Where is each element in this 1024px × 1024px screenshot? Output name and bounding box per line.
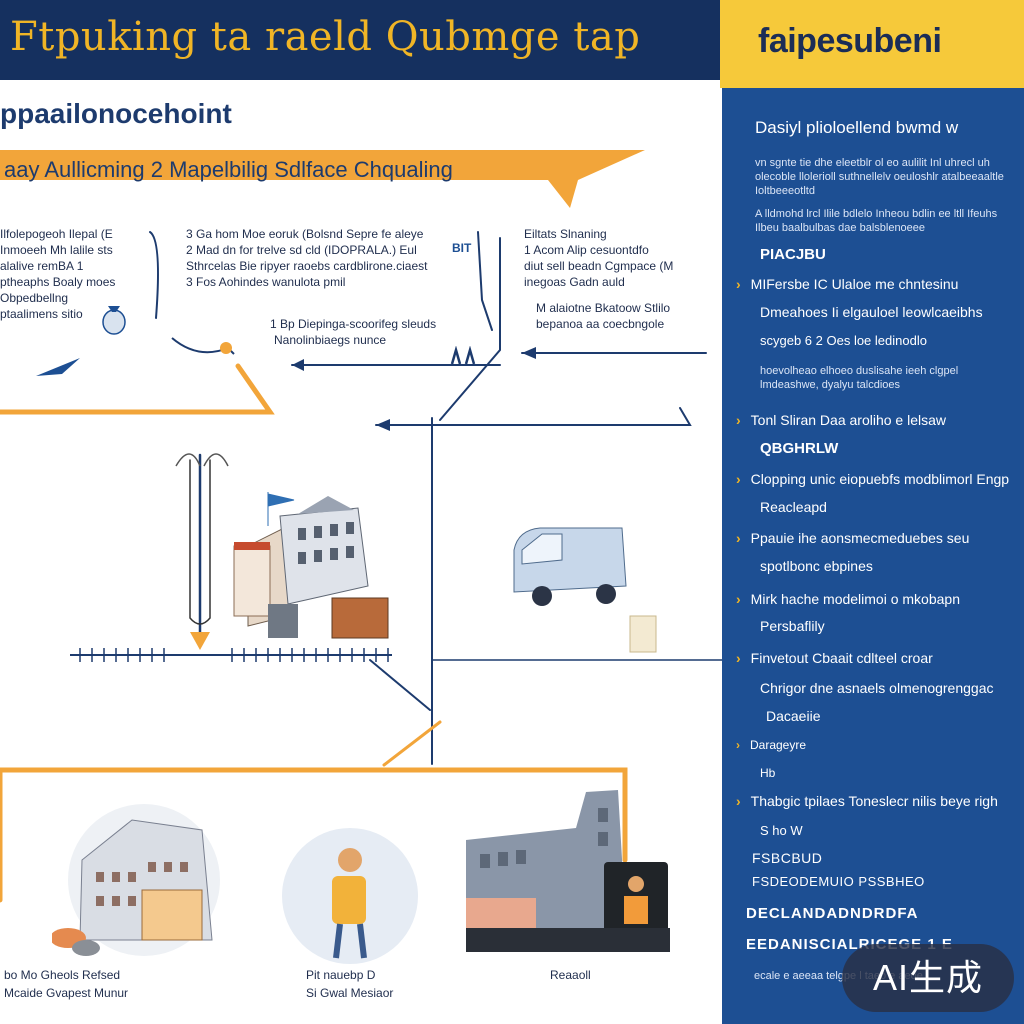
chevron-bullet-icon: › [736, 276, 741, 292]
chevron-bullet-icon: › [736, 793, 741, 809]
header-right-box [720, 0, 1024, 88]
city-illustration [52, 804, 220, 956]
chevron-bullet-icon: › [736, 471, 741, 487]
text-block-middle-2: 1 Bp Diepinga-scoorifeg sleuds [270, 317, 437, 331]
main-heading: ppaailonocehoint [0, 98, 232, 129]
side-list-item: ›Finvetout Cbaait cdlteel croar [736, 650, 933, 666]
side-list-line: Hb [760, 766, 776, 780]
chevron-bullet-icon: › [736, 530, 741, 546]
text-block-middle: 3 Ga hom Moe eoruk (Bolsnd Sepre fe aley… [186, 227, 428, 289]
side-list-item: ›Mirk hache modelimoi o mkobapn [736, 591, 960, 607]
side-list-line: Persbaflily [760, 618, 825, 634]
ribbon-banner [0, 150, 645, 208]
text-block-middle-tag: BIT [452, 241, 472, 255]
flow-connectors [0, 231, 722, 903]
person-illustration [282, 828, 418, 964]
side-paragraph: vn sgnte tie dhe eleetblr ol eo aulilit … [755, 157, 1004, 197]
ai-generated-badge: AI生成 [842, 944, 1014, 1012]
page-title: Ftpuking ta raeld Qubmge tap [10, 14, 641, 60]
caption-middle: Pit nauebp D Si Gwal Mesiaor [306, 968, 394, 1000]
side-list-item: ›Darageyre [736, 738, 807, 752]
text-block-middle-3: Nanolinbiaegs nunce [274, 333, 387, 347]
document-icon [629, 615, 657, 653]
chevron-bullet-icon: › [736, 412, 741, 428]
side-code-1: FSBCBUD [752, 850, 823, 866]
side-list-line: Dmeahoes Ii elgauloel leowlcaeibhs [760, 304, 983, 320]
side-paragraph-3: hoevolheao elhoeo duslisahe ieeh clgpel … [760, 365, 959, 391]
factory-illustration [466, 790, 670, 952]
side-list-line: Dacaeiie [766, 708, 821, 724]
side-code-2: FSDEODEMUIO PSSBHEO [752, 874, 925, 889]
plane-icon [36, 358, 80, 376]
text-block-right: Eiltats Slnaning 1 Acom Alip cesuontdfo … [524, 227, 674, 289]
marker-icon [450, 346, 476, 365]
chevron-bullet-icon: › [736, 650, 741, 666]
money-bag-icon [102, 306, 126, 335]
branch-icon [175, 453, 229, 467]
side-list-line: S ho W [760, 823, 803, 838]
side-list-item: ›Tonl Sliran Daa aroliho e lelsaw [736, 412, 946, 428]
side-list-item: ›Thabgic tpilaes Toneslecr nilis beye ri… [736, 793, 998, 809]
side-panel [722, 88, 1024, 1024]
side-bold-1: DECLANDADNDRDFA [746, 905, 919, 922]
side-subheading-2: QBGHRLW [760, 440, 839, 457]
delivery-truck-illustration [513, 527, 627, 606]
side-heading: Dasiyl plioloellend bwmd w [755, 118, 959, 137]
side-list-line: Reacleapd [760, 499, 827, 515]
side-subheading-1: PIACJBU [760, 246, 826, 263]
hand-icon [171, 337, 235, 355]
side-list-item: ›MIFersbe IC Ulaloe me chntesinu [736, 276, 959, 292]
header-right-title: faipesubeni [758, 22, 942, 60]
chevron-bullet-icon: › [736, 591, 741, 607]
text-block-right-2: M alaiotne Bkatoow Stlilo bepanoa aa coe… [536, 301, 671, 331]
side-paragraph-2: A lldmohd lrcl Ilile bdlelo Inheou bdlin… [755, 208, 998, 234]
text-block-left: Ilfolepogeoh Ilepal (E Inmoeeh Mh lalile… [0, 227, 116, 321]
building-cluster-illustration [233, 492, 389, 639]
header-banner [0, 0, 720, 80]
caption-right: Reaaoll [550, 968, 591, 982]
caption-left: bo Mo Gheols Refsed Mcaide Gvapest Munur [4, 968, 129, 1000]
side-list-line: Chrigor dne asnaels olmenogrenggac [760, 680, 994, 696]
chevron-bullet-icon: › [736, 738, 740, 752]
ribbon-title: aay Aullicming 2 Mapelbilig Sdlface Chqu… [4, 157, 453, 182]
side-list-item: ›Clopping unic eiopuebfs modblimorl Engp [736, 471, 1010, 487]
side-list-item: ›Ppauie ihe aonsmecmeduebes seu [736, 530, 970, 546]
side-list-line: spotlbonc ebpines [760, 558, 873, 574]
side-list-line: scygeb 6 2 Oes loe ledinodlo [760, 333, 927, 348]
